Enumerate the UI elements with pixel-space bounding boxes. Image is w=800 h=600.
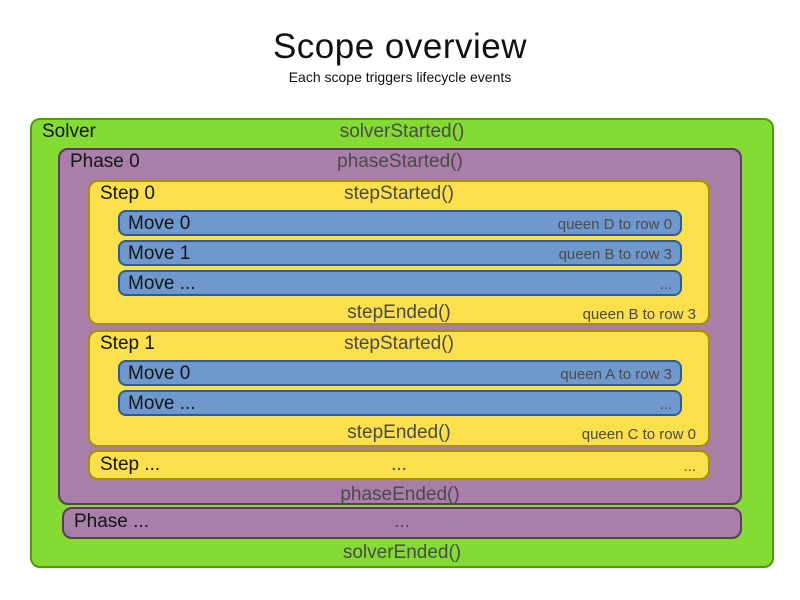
- move-detail: ...: [659, 396, 672, 413]
- step-more-label: Step ...: [100, 454, 161, 475]
- move-detail: queen B to row 3: [558, 246, 672, 263]
- step1-header: Step 1 stepStarted(): [88, 333, 710, 357]
- step0-label: Step 0: [100, 183, 155, 204]
- solver-ended-event: solverEnded(): [342, 542, 462, 563]
- step-more-ellipsis-right: ...: [683, 458, 696, 475]
- diagram-title: Scope overview: [272, 27, 528, 66]
- move-label: Move ...: [128, 393, 196, 414]
- move-label: Move 0: [128, 213, 191, 234]
- move-detail: ...: [659, 276, 672, 293]
- step-more-ellipsis-center: ...: [391, 454, 407, 475]
- step0-ended-event: stepEnded(): [347, 302, 451, 323]
- step-more-box: [88, 450, 710, 480]
- phase-more-box: [62, 507, 742, 539]
- solver-label: Solver: [42, 121, 96, 142]
- move-detail: queen D to row 0: [557, 216, 672, 233]
- move-label: Move 1: [128, 243, 191, 264]
- step1-started-event: stepStarted(): [344, 333, 454, 354]
- step0-ended-detail: queen B to row 3: [582, 306, 696, 323]
- step1-ended-detail: queen C to row 0: [581, 426, 696, 443]
- step-more-row: Step ... ... ...: [88, 454, 710, 478]
- step1-scope-box: [88, 330, 710, 447]
- phase-more-row: Phase ... ...: [62, 511, 742, 535]
- phase0-header: Phase 0 phaseStarted(): [58, 151, 742, 175]
- step1-label: Step 1: [100, 333, 155, 354]
- move-row: Move ... ...: [118, 270, 682, 296]
- move-row: Move 0 queen D to row 0: [118, 210, 682, 236]
- phase-more-ellipsis-center: ...: [394, 511, 410, 532]
- move-row: Move 1 queen B to row 3: [118, 240, 682, 266]
- step0-header: Step 0 stepStarted(): [88, 183, 710, 207]
- phase0-label: Phase 0: [70, 151, 140, 172]
- step0-started-event: stepStarted(): [344, 183, 454, 204]
- solver-started-event: solverStarted(): [339, 121, 465, 142]
- step0-footer: stepEnded() queen B to row 3: [88, 302, 710, 326]
- move-row: Move ... ...: [118, 390, 682, 416]
- move-label: Move ...: [128, 273, 196, 294]
- phase0-footer: phaseEnded(): [58, 484, 742, 508]
- phase-more-label: Phase ...: [74, 511, 149, 532]
- phase0-started-event: phaseStarted(): [337, 151, 463, 172]
- phase0-ended-event: phaseEnded(): [340, 484, 460, 505]
- solver-header: Solver solverStarted(): [30, 121, 774, 145]
- step1-footer: stepEnded() queen C to row 0: [88, 422, 710, 446]
- diagram-subtitle: Each scope triggers lifecycle events: [288, 69, 512, 85]
- move-detail: queen A to row 3: [560, 366, 672, 383]
- solver-footer: solverEnded(): [30, 542, 774, 566]
- move-row: Move 0 queen A to row 3: [118, 360, 682, 386]
- step1-ended-event: stepEnded(): [347, 422, 451, 443]
- move-label: Move 0: [128, 363, 191, 384]
